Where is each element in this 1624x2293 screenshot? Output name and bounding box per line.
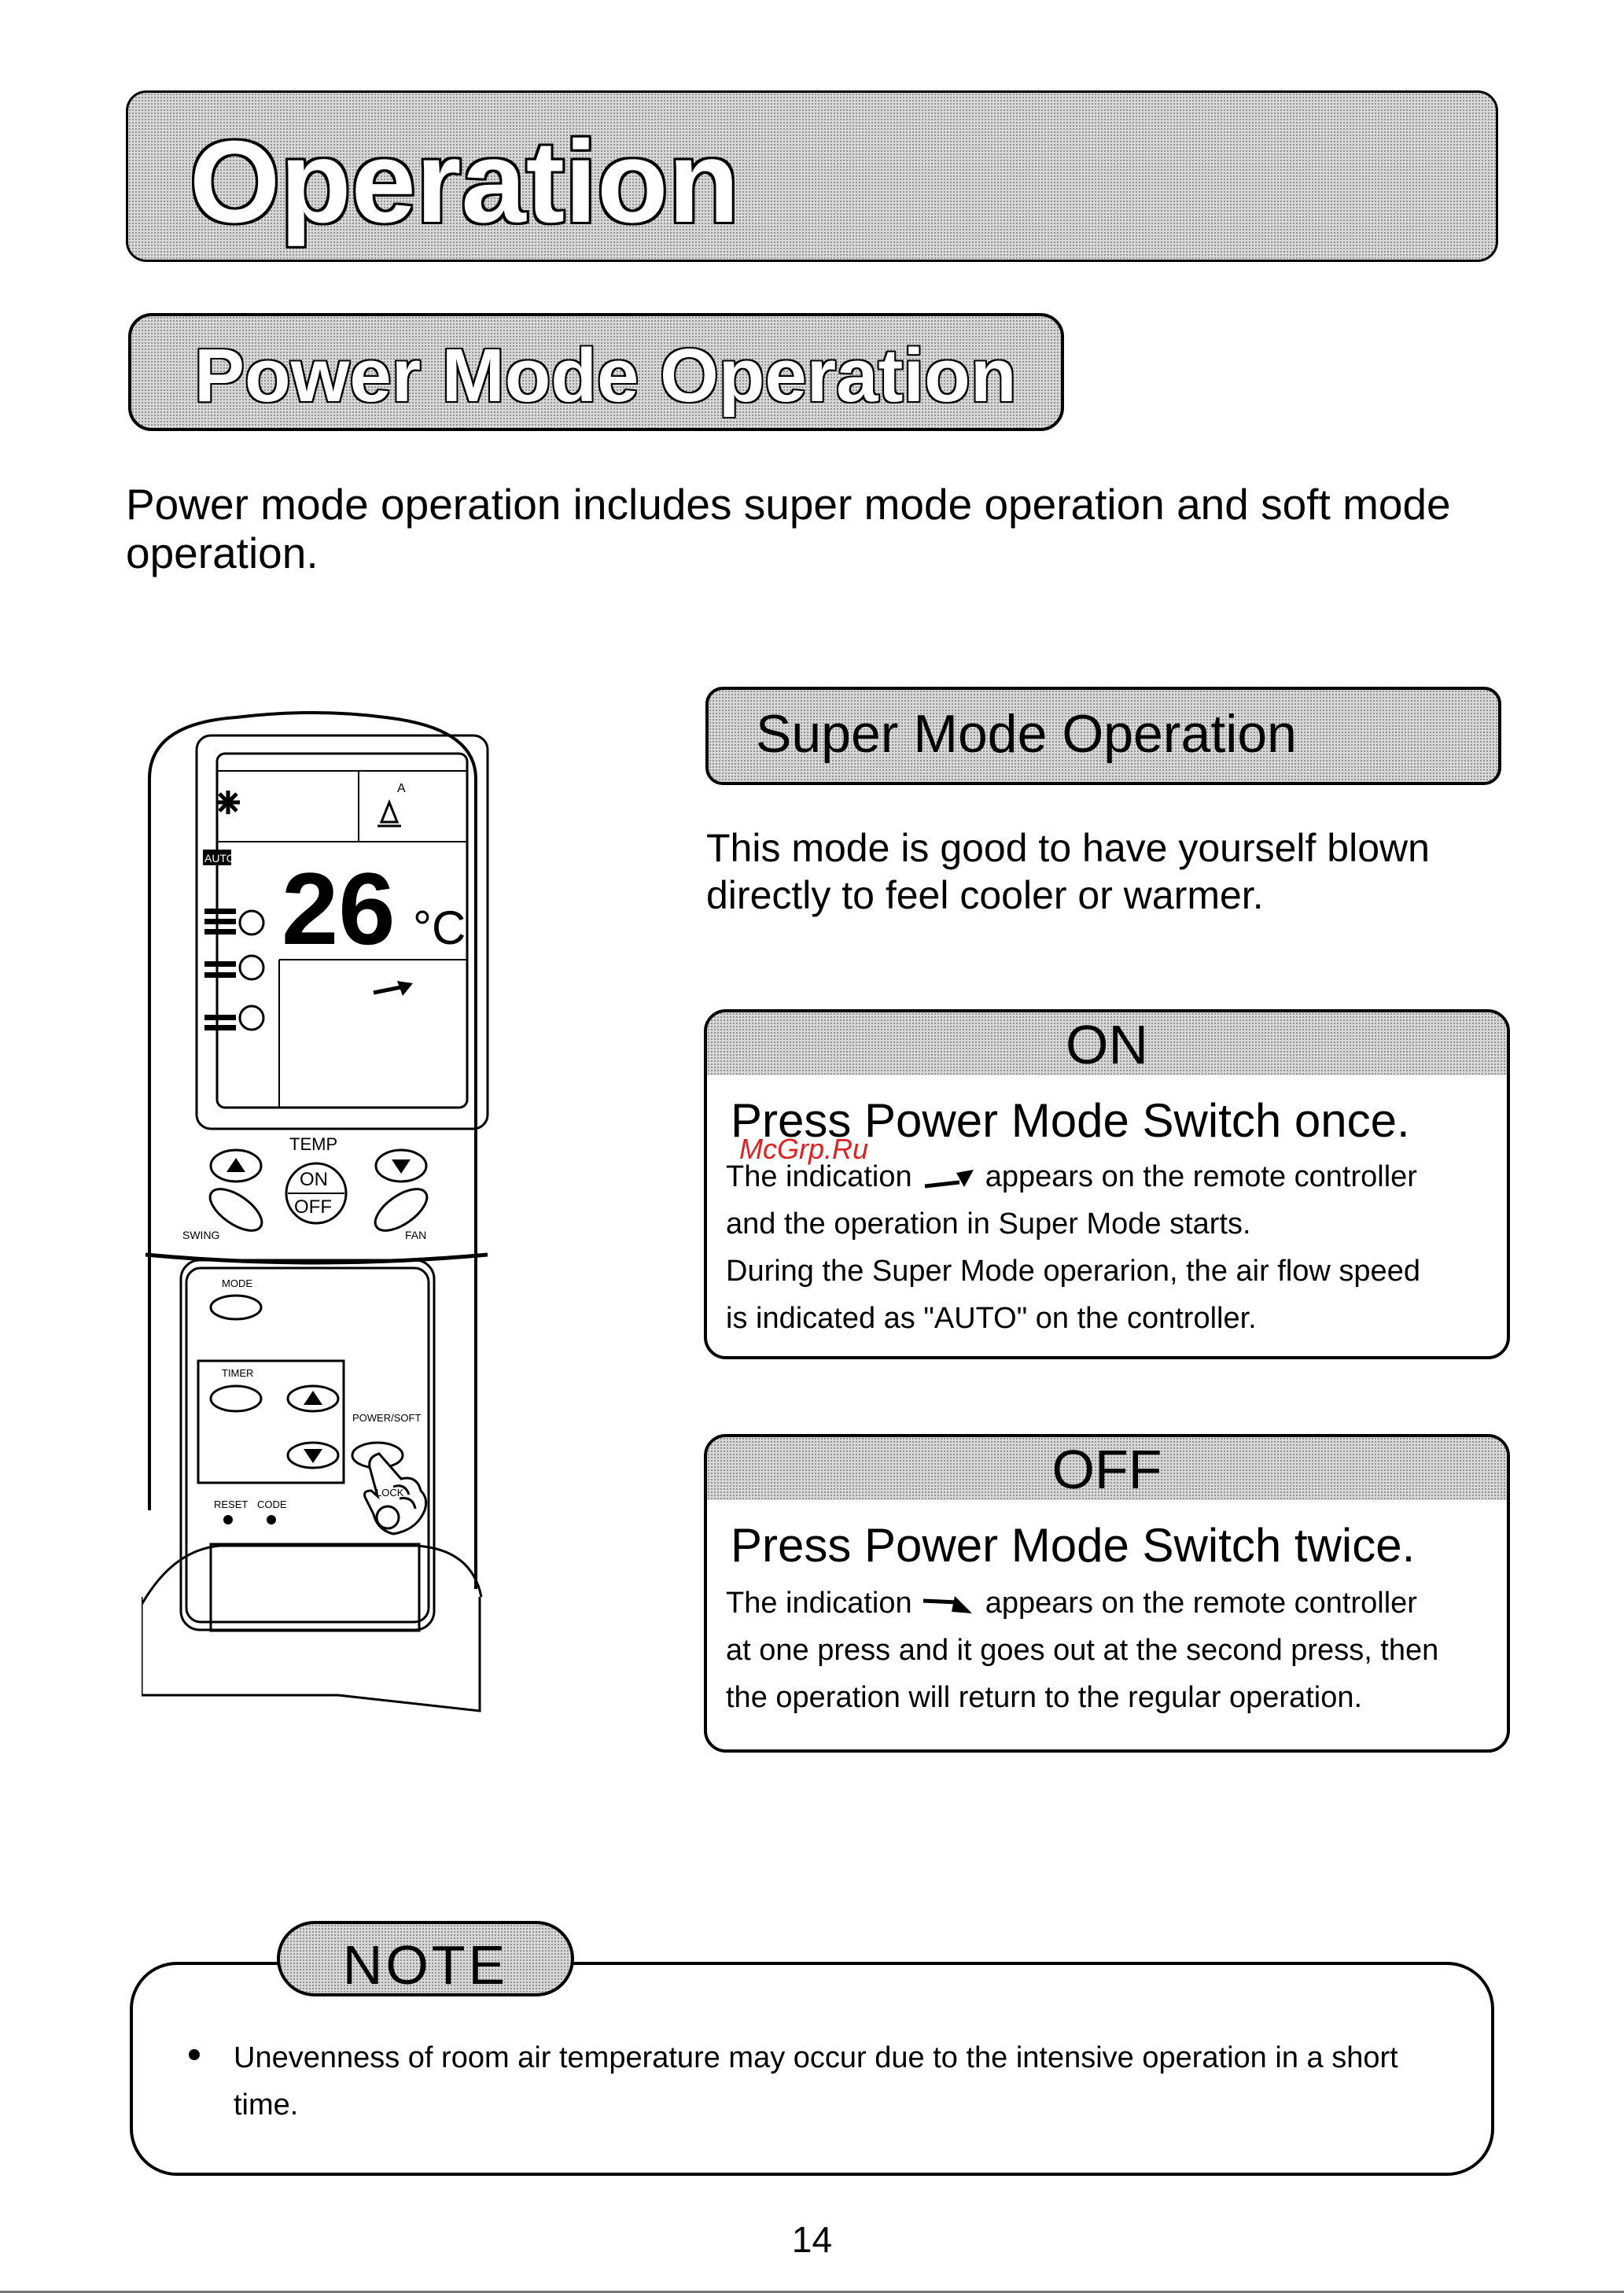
note-box: [130, 1962, 1494, 2176]
on-off-button[interactable]: [285, 1162, 348, 1225]
super-mode-description: This mode is good to have yourself blown…: [706, 826, 1430, 917]
mode-label: MODE: [222, 1277, 252, 1289]
off-card-header: OFF: [707, 1437, 1507, 1500]
page-number: 14: [791, 2219, 833, 2260]
on-line-3: During the Super Mode operarion, the air…: [726, 1255, 1420, 1288]
power-soft-label: POWER/SOFT: [352, 1412, 421, 1424]
display-temperature: 26: [282, 851, 396, 966]
page-title: Operation: [190, 117, 739, 247]
auto-badge: AUTO: [204, 852, 235, 864]
on-card-head-label: ON: [1066, 1014, 1148, 1075]
reset-label: RESET: [214, 1499, 248, 1510]
pointing-hand-icon: [363, 1452, 428, 1535]
on-line-4: is indicated as "AUTO" on the controller…: [726, 1302, 1257, 1335]
intro-paragraph: Power mode operation includes super mode…: [126, 480, 1451, 577]
on-line-1a: The indication: [726, 1160, 912, 1193]
code-label: CODE: [257, 1499, 287, 1510]
watermark: McGrp.Ru: [739, 1133, 869, 1165]
super-mode-title: Super Mode Operation: [756, 704, 1297, 764]
code-button[interactable]: [267, 1515, 276, 1524]
fan-label: FAN: [405, 1229, 426, 1241]
auto-letter: A: [397, 782, 406, 795]
fan-speed-med-icon: [204, 954, 265, 981]
snowflake-icon: [216, 791, 240, 814]
timer-label: TIMER: [222, 1367, 253, 1379]
on-card-header: ON: [707, 1012, 1507, 1075]
swing-button[interactable]: [204, 1181, 269, 1238]
fan-speed-high-icon: [204, 909, 265, 936]
off-label: OFF: [294, 1196, 332, 1218]
super-arrow-icon: [373, 981, 413, 996]
reset-button[interactable]: [223, 1515, 233, 1524]
note-label: NOTE: [342, 1934, 509, 1996]
off-line-1b: appears on the remote controller: [985, 1587, 1417, 1620]
fan-button[interactable]: [369, 1181, 434, 1238]
timer-button[interactable]: [209, 1384, 263, 1413]
temp-up-button[interactable]: [209, 1148, 263, 1183]
off-card-head-label: OFF: [1051, 1439, 1162, 1500]
off-line-1a: The indication: [726, 1587, 912, 1620]
on-line-1b: appears on the remote controller: [985, 1160, 1417, 1193]
note-text: Unevenness of room air temperature may o…: [234, 2041, 1398, 2122]
timer-up-button[interactable]: [286, 1384, 340, 1413]
timer-down-button[interactable]: [286, 1441, 340, 1469]
power-mode-banner: Power Mode Operation: [128, 313, 1064, 431]
on-line-1: The indication appears on the remote con…: [726, 1162, 1417, 1192]
off-line-1: The indication appears on the remote con…: [726, 1588, 1417, 1618]
temp-down-button[interactable]: [374, 1148, 428, 1183]
off-line-2: at one press and it goes out at the seco…: [726, 1634, 1439, 1667]
lock-button[interactable]: [375, 1505, 400, 1530]
operation-banner: Operation: [126, 90, 1498, 262]
off-line-3: the operation will return to the regular…: [726, 1681, 1363, 1714]
note-tab: NOTE: [277, 1921, 574, 1996]
remote-controller-illustration: A AUTO 26 °C TEMP ON OFF SWING FAN MODE …: [142, 711, 489, 1712]
on-label: ON: [300, 1169, 328, 1190]
super-indication-icon: [924, 1169, 974, 1189]
temp-label: TEMP: [289, 1134, 337, 1154]
on-line-2: and the operation in Super Mode starts.: [726, 1207, 1251, 1241]
fan-speed-low-icon: [204, 1005, 265, 1031]
soft-indication-icon: [923, 1595, 973, 1613]
on-instruction: Press Power Mode Switch once.: [731, 1094, 1410, 1147]
off-instruction: Press Power Mode Switch twice.: [731, 1519, 1416, 1572]
off-card: OFF Press Power Mode Switch twice. The i…: [704, 1434, 1510, 1753]
bottom-rule: [0, 2291, 1624, 2293]
bullet-icon: [189, 2049, 200, 2060]
on-card: ON Press Power Mode Switch once. The ind…: [704, 1009, 1510, 1359]
section-title: Power Mode Operation: [194, 334, 1017, 418]
display-unit: °C: [413, 901, 466, 954]
lock-label: LOCK: [376, 1487, 404, 1499]
swing-label: SWING: [182, 1229, 219, 1241]
super-mode-header: Super Mode Operation: [705, 687, 1501, 785]
mode-button[interactable]: [209, 1294, 263, 1321]
